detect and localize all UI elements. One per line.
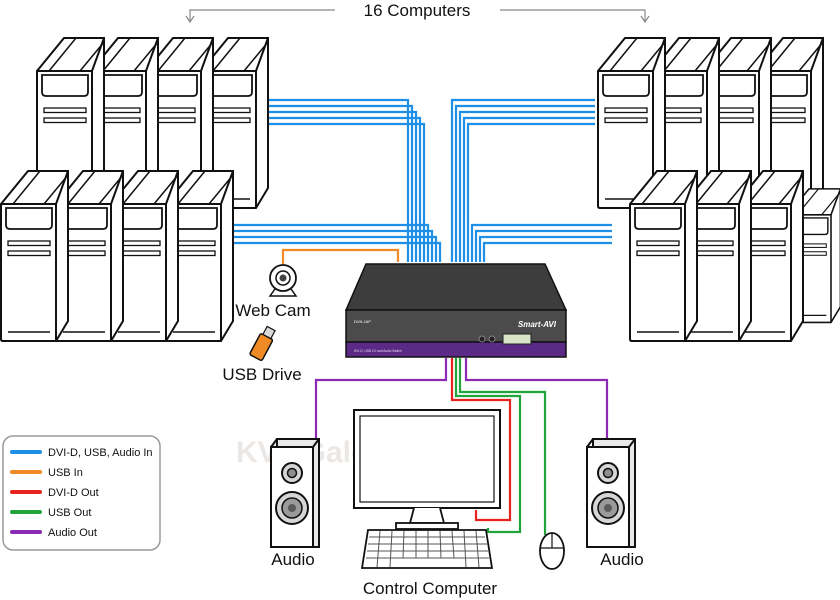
computer-towers-right [597,37,840,342]
device-button-left [478,335,486,343]
bundle-top-left [262,98,426,262]
bundle-top-right [450,98,595,262]
audio-out-cable-left [314,358,448,462]
device-model: DVN-16P [354,319,371,324]
audio-out-cable-right [464,358,609,438]
usb-in-cable [281,248,400,264]
dvi-out-cable [450,358,512,522]
usb-out-cable-keyboard [454,358,522,534]
device-band [345,341,567,358]
keyboard-icon [360,529,494,569]
control-computer-label: Control Computer [363,579,498,598]
legend-item: USB In [10,467,83,479]
legend-item: Audio Out [10,527,97,539]
webcam-icon [268,264,298,297]
kvm-switch-device: DVN-16P Smart-AVI DVI-D, USB 2.0 and Aud… [344,263,568,358]
header-bracket-left [189,9,335,21]
header: 16 Computers [185,1,650,24]
device-lcd [502,333,532,345]
usb-drive-label: USB Drive [222,365,301,384]
usb-drive-icon [249,325,276,361]
device-subtitle: DVI-D, USB 2.0 and Audio Switch [354,349,402,353]
speaker-icon [270,438,320,548]
bundle-bottom-right [470,223,612,262]
speaker-icon [586,438,636,548]
legend-box [2,435,161,551]
desktop-tower-icon [629,170,698,342]
webcam-label: Web Cam [235,301,310,320]
device-button-right [488,335,496,343]
legend-label: Audio Out [48,527,97,539]
usb-out-cable-mouse [458,358,547,535]
audio-left-label: Audio [271,550,314,569]
monitor-icon [353,409,501,530]
audio-right-label: Audio [600,550,643,569]
legend-item: DVI-D, USB, Audio In [10,447,153,459]
legend-label: DVI-D Out [48,487,99,499]
device-brand: Smart-AVI [518,320,557,329]
legend-label: DVI-D, USB, Audio In [48,447,153,459]
output-cables [314,358,609,535]
input-cable-bundles [232,98,612,262]
legend-label: USB In [48,467,83,479]
header-title: 16 Computers [364,1,471,20]
legend-label: USB Out [48,507,91,519]
computer-towers-left [0,37,269,342]
bundle-bottom-left [232,223,442,262]
legend-item: USB Out [10,507,91,519]
header-bracket-right [500,9,646,21]
desktop-tower-icon [0,170,69,342]
legend-item: DVI-D Out [10,487,99,499]
mouse-icon [539,532,565,570]
